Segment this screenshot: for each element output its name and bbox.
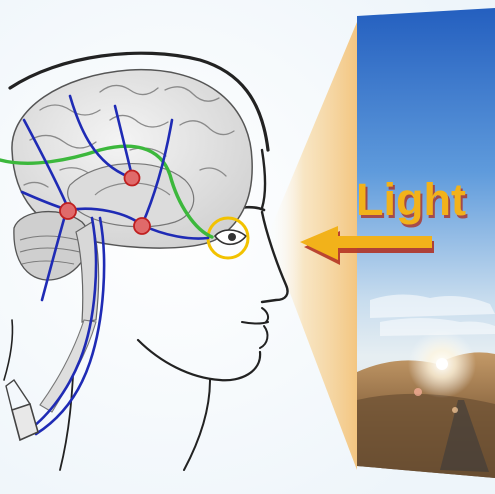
light-label: Light: [356, 174, 466, 225]
nucleus-brainstem: [60, 203, 76, 219]
nucleus-scn: [134, 218, 150, 234]
nucleus-pineal: [125, 171, 140, 186]
